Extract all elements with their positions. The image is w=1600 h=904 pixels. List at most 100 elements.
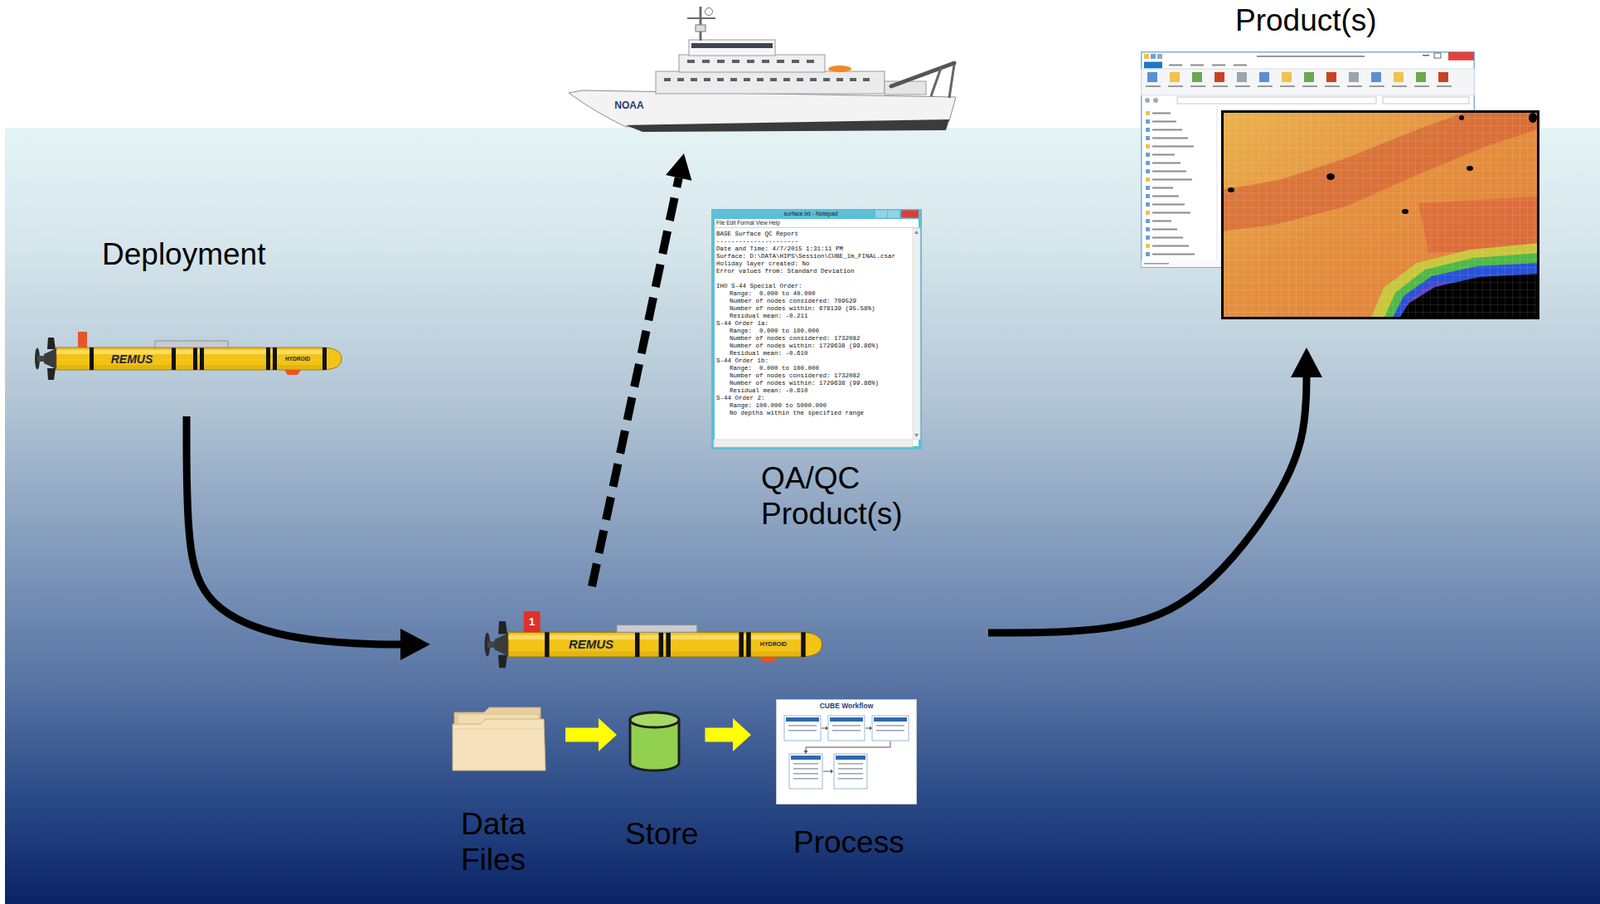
tree-item — [1152, 145, 1194, 148]
flow-connector — [988, 347, 1323, 633]
explorer-tab — [1233, 64, 1247, 67]
auv-band — [659, 631, 665, 657]
ship-mast — [699, 6, 703, 41]
map-surface — [1221, 110, 1540, 320]
ribbon-icon — [1371, 72, 1382, 83]
report-line: Surface: D:\DATA\HIPS\Session\CUBE_1m_FI… — [716, 252, 896, 260]
logo-text: REMUS — [111, 351, 154, 365]
workflow-box — [872, 715, 909, 741]
process-workflow: CUBE WorkflowProcess — [775, 698, 917, 864]
report-line: ---------------------- — [716, 237, 799, 245]
auv-fin — [47, 337, 56, 350]
ship-window — [690, 77, 698, 82]
ship-deckhouse — [655, 71, 885, 94]
ribbon-icon — [1348, 72, 1359, 83]
ship-window — [849, 77, 857, 82]
explorer-tab — [1212, 64, 1226, 67]
ship-window — [717, 77, 724, 82]
workflow-box-header — [790, 755, 821, 760]
illustration-group — [568, 6, 956, 132]
illustration-group — [711, 208, 922, 448]
ribbon-icon — [1326, 72, 1337, 83]
workflow-box-header — [873, 717, 907, 722]
map-hole — [1528, 112, 1537, 123]
scroll-arrow — [914, 230, 919, 234]
tree-item — [1152, 162, 1181, 165]
ship-crane — [891, 63, 955, 87]
tree-item — [1152, 170, 1187, 173]
tree-item — [1152, 212, 1191, 214]
ship-window — [783, 77, 791, 82]
connector-line — [565, 727, 599, 742]
ribbon-caption — [1324, 85, 1340, 88]
ribbon-icon — [1304, 72, 1314, 83]
ship-window — [770, 77, 777, 82]
tree-item — [1152, 121, 1177, 123]
report-line: Range: 0.000 to 100.000 — [729, 364, 820, 372]
ship-window — [730, 77, 737, 82]
connector-line — [988, 377, 1307, 633]
tree-icon — [1145, 227, 1150, 232]
ship-window — [863, 77, 870, 82]
ship-bridge — [688, 39, 776, 56]
auv-band — [199, 347, 204, 370]
ribbon-caption — [1168, 85, 1184, 88]
node-illustration — [566, 4, 960, 133]
workflow-box — [784, 715, 821, 741]
tree-icon — [1145, 127, 1150, 132]
storage-cylinder: Store — [625, 711, 702, 856]
auv-survey: 1REMUSHYDROID — [480, 610, 823, 670]
auv-illustration — [484, 610, 823, 668]
report-line: No depths within the specified range — [729, 409, 864, 417]
window-scrollbar — [912, 227, 921, 440]
tree-item — [1152, 129, 1183, 131]
report-line: Residual mean: -0.610 — [729, 349, 809, 357]
auv-fin — [498, 654, 508, 668]
cylinder-body — [630, 712, 679, 771]
workflow-arrow — [823, 770, 832, 772]
ribbon-caption — [1436, 85, 1452, 88]
auv-tail — [43, 348, 57, 369]
ribbon-caption — [1235, 85, 1251, 88]
ribbon-caption — [1369, 85, 1385, 88]
node-illustration — [1140, 4, 1540, 320]
report-line: Number of nodes within: 1729638 (99.86%) — [729, 379, 879, 387]
tree-icon — [1145, 210, 1150, 215]
stage-label: Product(s) — [1235, 4, 1377, 36]
tree-icon — [1145, 119, 1150, 124]
ribbon-icon — [1415, 72, 1426, 83]
tree-item — [1152, 137, 1188, 140]
arrow-head — [400, 628, 431, 660]
ship-window — [823, 77, 830, 82]
flow-connector — [565, 717, 617, 752]
map-border — [1222, 111, 1539, 319]
workflow-line — [793, 777, 819, 780]
illustration-group — [452, 707, 546, 771]
workflow-line — [838, 777, 864, 780]
ship-window — [761, 59, 770, 64]
auv-fin — [498, 620, 508, 634]
tree-item — [1152, 179, 1193, 181]
flow-connector — [704, 717, 752, 752]
ribbon-icon — [1147, 72, 1158, 83]
ship-window — [664, 77, 671, 82]
ribbon-caption — [1347, 85, 1363, 88]
ribbon-icon — [1281, 72, 1292, 83]
auv-rail — [616, 625, 698, 633]
qc-report-window: surface.txt - NotepadFile Edit Format Vi… — [711, 208, 922, 535]
arrow-head — [598, 717, 617, 752]
flow-connector — [591, 153, 692, 587]
auv-shade — [508, 650, 802, 657]
tree-icon — [1145, 243, 1150, 248]
report-line: Range: 0.000 to 40.000 — [729, 290, 816, 297]
pane-divider — [1216, 106, 1218, 261]
tree-icon — [1145, 252, 1150, 257]
workflow-box — [789, 753, 823, 789]
data-files-icon: Data Files — [450, 703, 548, 882]
report-line: S-44 Order 2: — [716, 394, 766, 402]
tree-icon — [1145, 235, 1150, 240]
ship-window — [791, 59, 800, 64]
window-frame — [712, 210, 921, 448]
workflow-line — [832, 724, 861, 727]
